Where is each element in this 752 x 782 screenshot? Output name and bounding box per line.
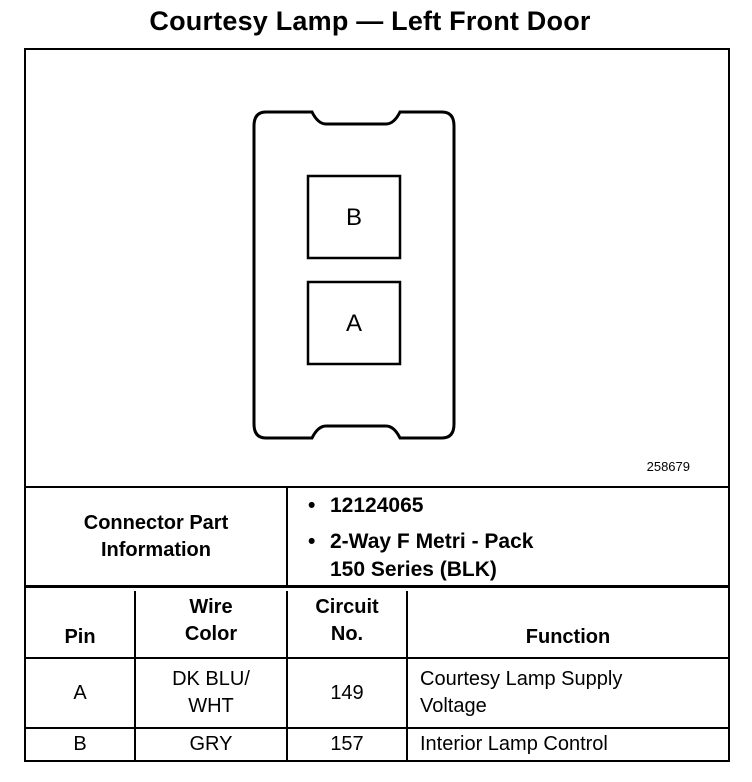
cell-text: 149 <box>330 681 364 704</box>
header-circuit-line: Circuit <box>315 596 379 618</box>
header-circuit-line: No. <box>330 623 364 645</box>
cell-text: DK BLU/ <box>172 668 250 690</box>
connector-type-line: 2-Way F Metri - Pack <box>330 530 534 553</box>
table-row-a-wire-color: DK BLU/ WHT <box>136 659 288 729</box>
pin-a-label: A <box>345 310 362 337</box>
header-pin-text: Pin <box>64 626 96 648</box>
table-row-b-pin: B <box>26 729 136 760</box>
header-pin: Pin <box>26 591 136 659</box>
connector-info-label-line: Information <box>101 538 211 561</box>
part-number: 12124065 <box>330 494 424 517</box>
cell-text: Voltage <box>420 695 487 717</box>
table-row-a-function: Courtesy Lamp Supply Voltage <box>408 659 728 729</box>
header-wire-color-line: Color <box>184 623 238 645</box>
connector-face-svg <box>252 110 456 440</box>
connector-info-label-line: Connector Part <box>83 511 229 534</box>
part-number-item: • 12124065 <box>308 492 728 520</box>
header-function: Function <box>408 591 728 659</box>
connector-type-line: 150 Series (BLK) <box>330 558 497 581</box>
connector-type-item: • 2-Way F Metri - Pack 150 Series (BLK) <box>308 528 728 584</box>
header-circuit: Circuit No. <box>288 591 408 659</box>
header-function-text: Function <box>525 626 611 648</box>
cell-text: GRY <box>189 733 233 755</box>
connector-sheet: B A 258679 Connector Part Information • … <box>24 48 730 762</box>
figure-number: 258679 <box>646 459 690 474</box>
table-row-b-function: Interior Lamp Control <box>408 729 728 760</box>
pin-b-label: B <box>345 204 362 231</box>
table-row-a-pin: A <box>26 659 136 729</box>
cell-text: Courtesy Lamp Supply <box>420 668 623 690</box>
table-row-a-circuit: 149 <box>288 659 408 729</box>
header-wire-color-line: Wire <box>189 596 233 618</box>
bullet: • <box>308 494 316 517</box>
header-wire-color: Wire Color <box>136 591 288 659</box>
bullet: • <box>308 530 316 553</box>
cell-text: A <box>73 681 87 704</box>
cell-text: WHT <box>188 695 234 717</box>
connector-info-values: • 12124065 • 2-Way F Metri - Pack 150 Se… <box>288 488 728 588</box>
cell-text: 157 <box>330 733 364 755</box>
connector-diagram: B A 258679 <box>26 50 728 488</box>
cell-text: B <box>73 733 87 755</box>
connector-outline <box>252 110 456 440</box>
cell-text: Interior Lamp Control <box>420 733 608 755</box>
pin-a-cavity <box>306 280 402 366</box>
connector-info-label: Connector Part Information <box>26 488 288 588</box>
table-row-b-circuit: 157 <box>288 729 408 760</box>
page-title: Courtesy Lamp — Left Front Door <box>149 6 591 36</box>
pin-b-cavity <box>306 174 402 260</box>
table-row-b-wire-color: GRY <box>136 729 288 760</box>
